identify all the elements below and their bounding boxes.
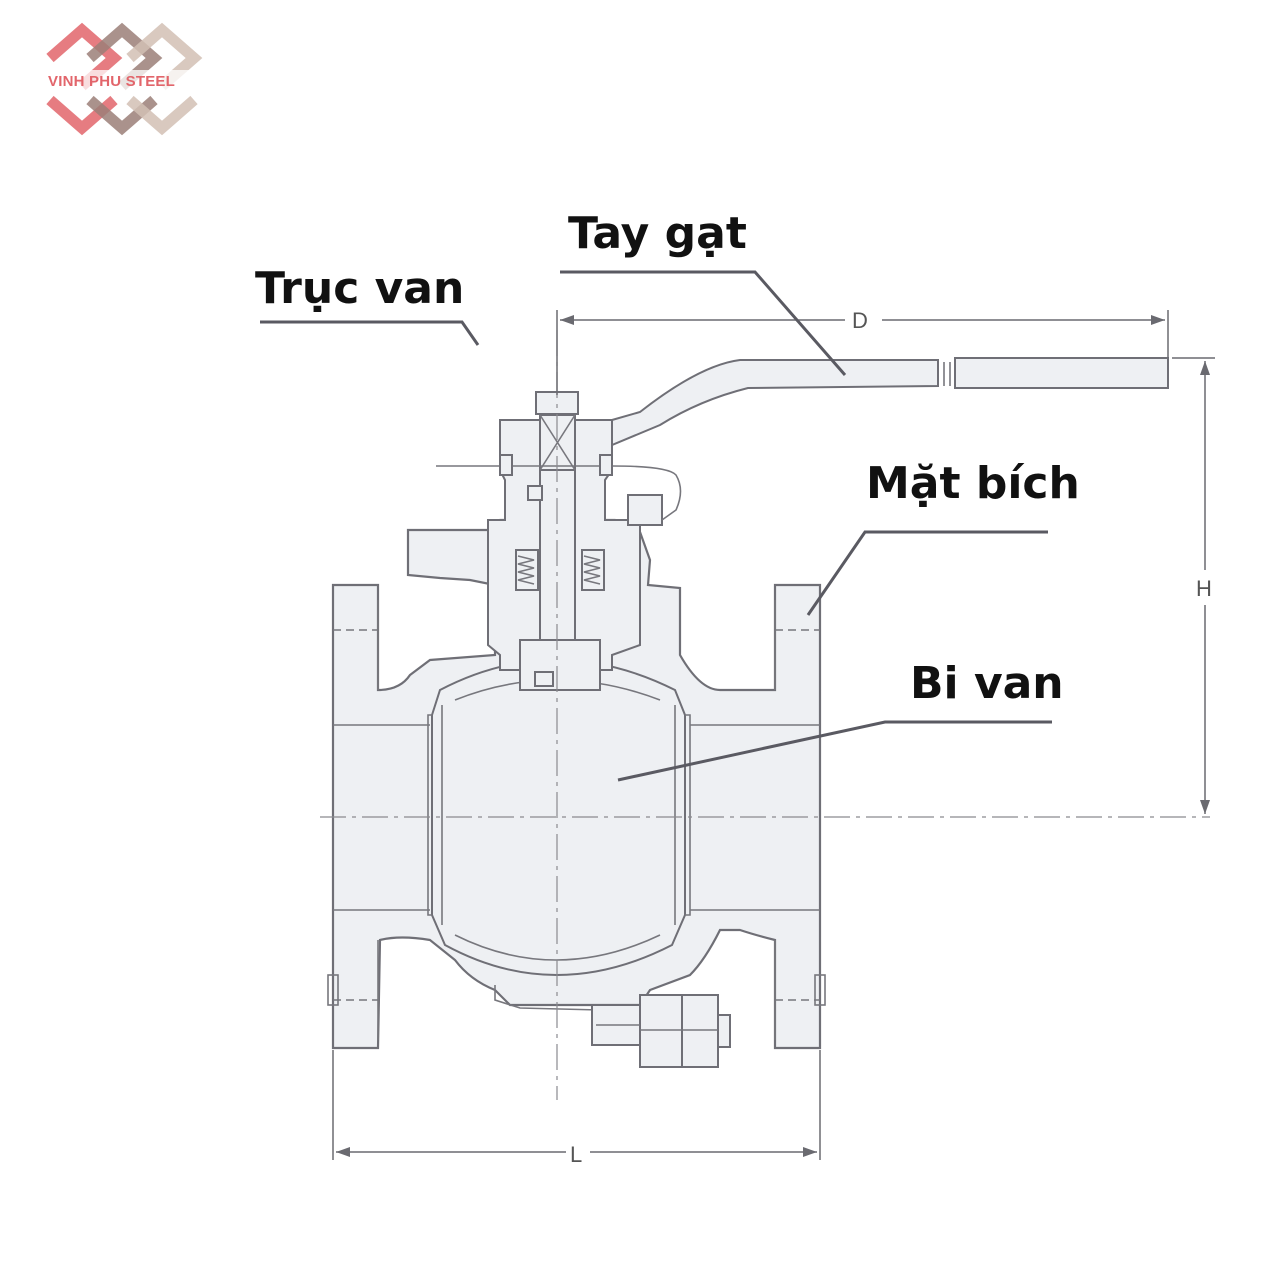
callout-mat-bich: Mặt bích (806, 458, 1080, 616)
vinh-phu-steel-logo: VINH PHU STEEL (44, 22, 204, 136)
dimension-l-label: L (570, 1142, 582, 1167)
valve-stem (436, 391, 682, 691)
label-truc-van: Trục van (255, 263, 464, 314)
dimension-h-label: H (1196, 576, 1212, 601)
label-bi-van: Bi van (910, 658, 1064, 709)
callout-truc-van: Trục van (255, 263, 480, 346)
callout-tay-gat: Tay gạt (560, 208, 847, 376)
dimension-l: L (332, 1050, 821, 1167)
dimension-d-label: D (852, 308, 868, 333)
label-mat-bich: Mặt bích (866, 458, 1080, 509)
dimension-h: H (1172, 357, 1215, 814)
callout-bi-van: Bi van (617, 658, 1064, 782)
lever-handle (611, 357, 1169, 447)
center-lines (320, 330, 1210, 1100)
logo-text: VINH PHU STEEL (48, 73, 175, 90)
drain-plug (591, 994, 731, 1068)
label-tay-gat: Tay gạt (568, 208, 747, 259)
